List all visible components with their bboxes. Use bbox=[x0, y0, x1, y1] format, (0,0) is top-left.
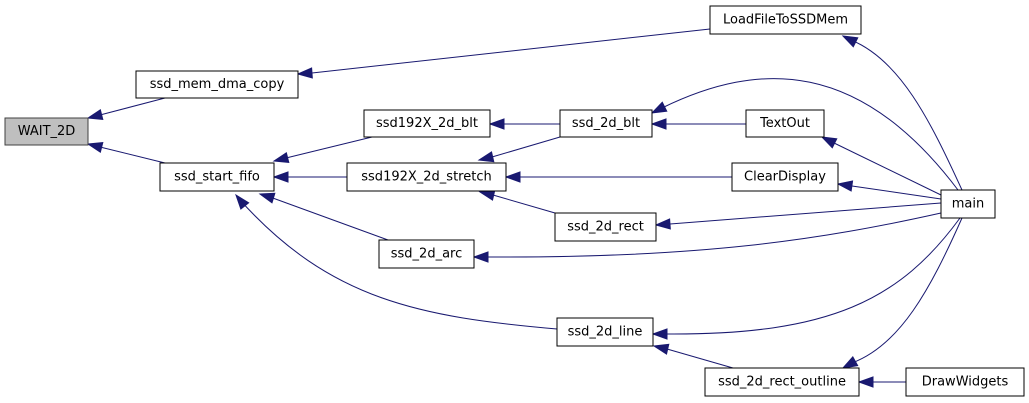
edge-ssd-2d-blt-to-ssd192x-2d-stretch bbox=[477, 136, 561, 163]
node-label: ssd192X_2d_blt bbox=[376, 116, 478, 131]
edge-line bbox=[850, 39, 963, 191]
arrowhead-icon bbox=[478, 189, 496, 201]
edge-main-to-ssd-2d-arc bbox=[472, 212, 942, 263]
edge-ssd192x-2d-stretch-to-ssd-start-fifo bbox=[272, 171, 347, 183]
edge-line bbox=[851, 185, 942, 200]
arrowhead-icon bbox=[836, 180, 854, 192]
node-drawwidgets[interactable]: DrawWidgets bbox=[905, 367, 1025, 397]
arrowhead-icon bbox=[86, 108, 104, 121]
node-main[interactable]: main bbox=[940, 189, 996, 219]
edge-ssd-2d-rect-to-ssd192x-2d-stretch bbox=[478, 189, 556, 214]
node-label: ssd_mem_dma_copy bbox=[150, 77, 285, 92]
edge-main-to-loadfiletossdmem bbox=[841, 35, 963, 191]
node-label: ssd_2d_rect_outline bbox=[718, 375, 846, 390]
edge-ssd-2d-arc-to-ssd-start-fifo bbox=[258, 192, 389, 241]
edge-main-to-cleardisplay bbox=[836, 180, 942, 200]
node-ssd-start-fifo[interactable]: ssd_start_fifo bbox=[159, 162, 275, 192]
arrowhead-icon bbox=[651, 328, 668, 340]
node-label: ClearDisplay bbox=[744, 170, 826, 185]
arrowhead-icon bbox=[504, 171, 521, 183]
edge-cleardisplay-to-ssd192x-2d-stretch bbox=[504, 171, 732, 183]
edge-connector bbox=[831, 141, 835, 144]
edge-drawwidgets-to-ssd-2d-rect-outline bbox=[857, 376, 906, 388]
edge-line bbox=[285, 136, 373, 159]
node-cleardisplay[interactable]: ClearDisplay bbox=[731, 162, 839, 192]
edge-line bbox=[831, 141, 942, 196]
edge-ssd-start-fifo-to-wait-2d bbox=[86, 141, 166, 164]
node-label: ssd_2d_arc bbox=[391, 247, 463, 262]
arrowhead-icon bbox=[235, 193, 250, 210]
arrowhead-icon bbox=[820, 136, 838, 149]
edges-layer bbox=[86, 28, 963, 388]
node-ssd-2d-blt[interactable]: ssd_2d_blt bbox=[559, 109, 653, 138]
node-ssd-2d-rect[interactable]: ssd_2d_rect bbox=[554, 212, 657, 242]
node-textout[interactable]: TextOut bbox=[745, 109, 825, 138]
arrowhead-icon bbox=[477, 151, 495, 163]
node-label: ssd_2d_line bbox=[568, 325, 643, 340]
node-ssd-2d-line[interactable]: ssd_2d_line bbox=[556, 317, 654, 347]
node-label: LoadFileToSSDMem bbox=[723, 13, 848, 28]
node-ssd-2d-arc[interactable]: ssd_2d_arc bbox=[378, 239, 475, 269]
node-wait-2d[interactable]: WAIT_2D bbox=[4, 117, 89, 146]
arrowhead-icon bbox=[86, 141, 104, 154]
arrowhead-icon bbox=[650, 118, 667, 130]
arrowhead-icon bbox=[841, 35, 859, 48]
edge-line bbox=[99, 146, 166, 164]
node-label: DrawWidgets bbox=[922, 375, 1009, 390]
node-label: ssd_2d_blt bbox=[572, 116, 640, 131]
edge-line bbox=[661, 78, 959, 191]
arrowhead-icon bbox=[472, 251, 489, 263]
node-label: WAIT_2D bbox=[18, 124, 76, 139]
node-ssd-2d-rect-outline[interactable]: ssd_2d_rect_outline bbox=[704, 367, 860, 397]
edge-line bbox=[666, 217, 961, 335]
node-loadfiletossdmem[interactable]: LoadFileToSSDMem bbox=[709, 5, 862, 35]
node-label: ssd_2d_rect bbox=[567, 220, 644, 235]
node-label: TextOut bbox=[759, 116, 810, 131]
edge-loadfiletossdmem-to-ssd-mem-dma-copy bbox=[296, 28, 711, 79]
arrowhead-icon bbox=[650, 101, 668, 114]
edge-ssd-mem-dma-copy-to-wait-2d bbox=[86, 97, 166, 121]
edge-connector bbox=[661, 106, 665, 109]
arrowhead-icon bbox=[296, 67, 313, 79]
edge-connector bbox=[851, 360, 856, 364]
node-ssd192x-2d-stretch[interactable]: ssd192X_2d_stretch bbox=[346, 162, 507, 192]
arrowhead-icon bbox=[488, 118, 505, 130]
edge-line bbox=[491, 136, 561, 158]
arrowhead-icon bbox=[654, 218, 671, 230]
edge-ssd-2d-blt-to-ssd192x-2d-blt bbox=[488, 118, 560, 130]
arrowhead-icon bbox=[857, 376, 874, 388]
edge-line bbox=[269, 196, 389, 241]
edge-line bbox=[99, 97, 166, 116]
edge-line bbox=[239, 199, 558, 330]
edge-ssd192x-2d-blt-to-ssd-start-fifo bbox=[272, 136, 373, 164]
edge-line bbox=[492, 194, 556, 214]
edge-line bbox=[487, 212, 942, 258]
edge-connector bbox=[239, 199, 246, 207]
node-ssd-mem-dma-copy[interactable]: ssd_mem_dma_copy bbox=[135, 70, 299, 99]
node-label: main bbox=[952, 197, 984, 212]
edge-main-to-ssd-2d-rect bbox=[654, 202, 942, 230]
edge-main-to-ssd-2d-line bbox=[651, 217, 961, 340]
edge-ssd-2d-rect-outline-to-ssd-2d-line bbox=[652, 343, 734, 369]
arrowhead-icon bbox=[841, 355, 859, 369]
edge-connector bbox=[269, 196, 274, 199]
nodes-layer: WAIT_2D ssd_mem_dma_copy ssd_start_fifo … bbox=[4, 5, 1025, 397]
edge-connector bbox=[850, 39, 856, 43]
edge-main-to-ssd-2d-blt bbox=[650, 78, 959, 191]
edge-ssd-2d-line-to-ssd-start-fifo bbox=[235, 193, 558, 330]
edge-line bbox=[666, 348, 734, 369]
edge-main-to-ssd-2d-rect-outline bbox=[841, 217, 963, 369]
arrowhead-icon bbox=[652, 343, 670, 355]
node-label: ssd192X_2d_stretch bbox=[361, 170, 491, 185]
node-label: ssd_start_fifo bbox=[174, 170, 260, 185]
node-ssd192x-2d-blt[interactable]: ssd192X_2d_blt bbox=[363, 109, 491, 138]
edge-textout-to-ssd-2d-blt bbox=[650, 118, 746, 130]
edge-line bbox=[851, 217, 963, 364]
arrowhead-icon bbox=[272, 171, 289, 183]
edge-line bbox=[311, 28, 711, 74]
edge-main-to-textout bbox=[820, 136, 942, 196]
edge-line bbox=[669, 202, 942, 225]
